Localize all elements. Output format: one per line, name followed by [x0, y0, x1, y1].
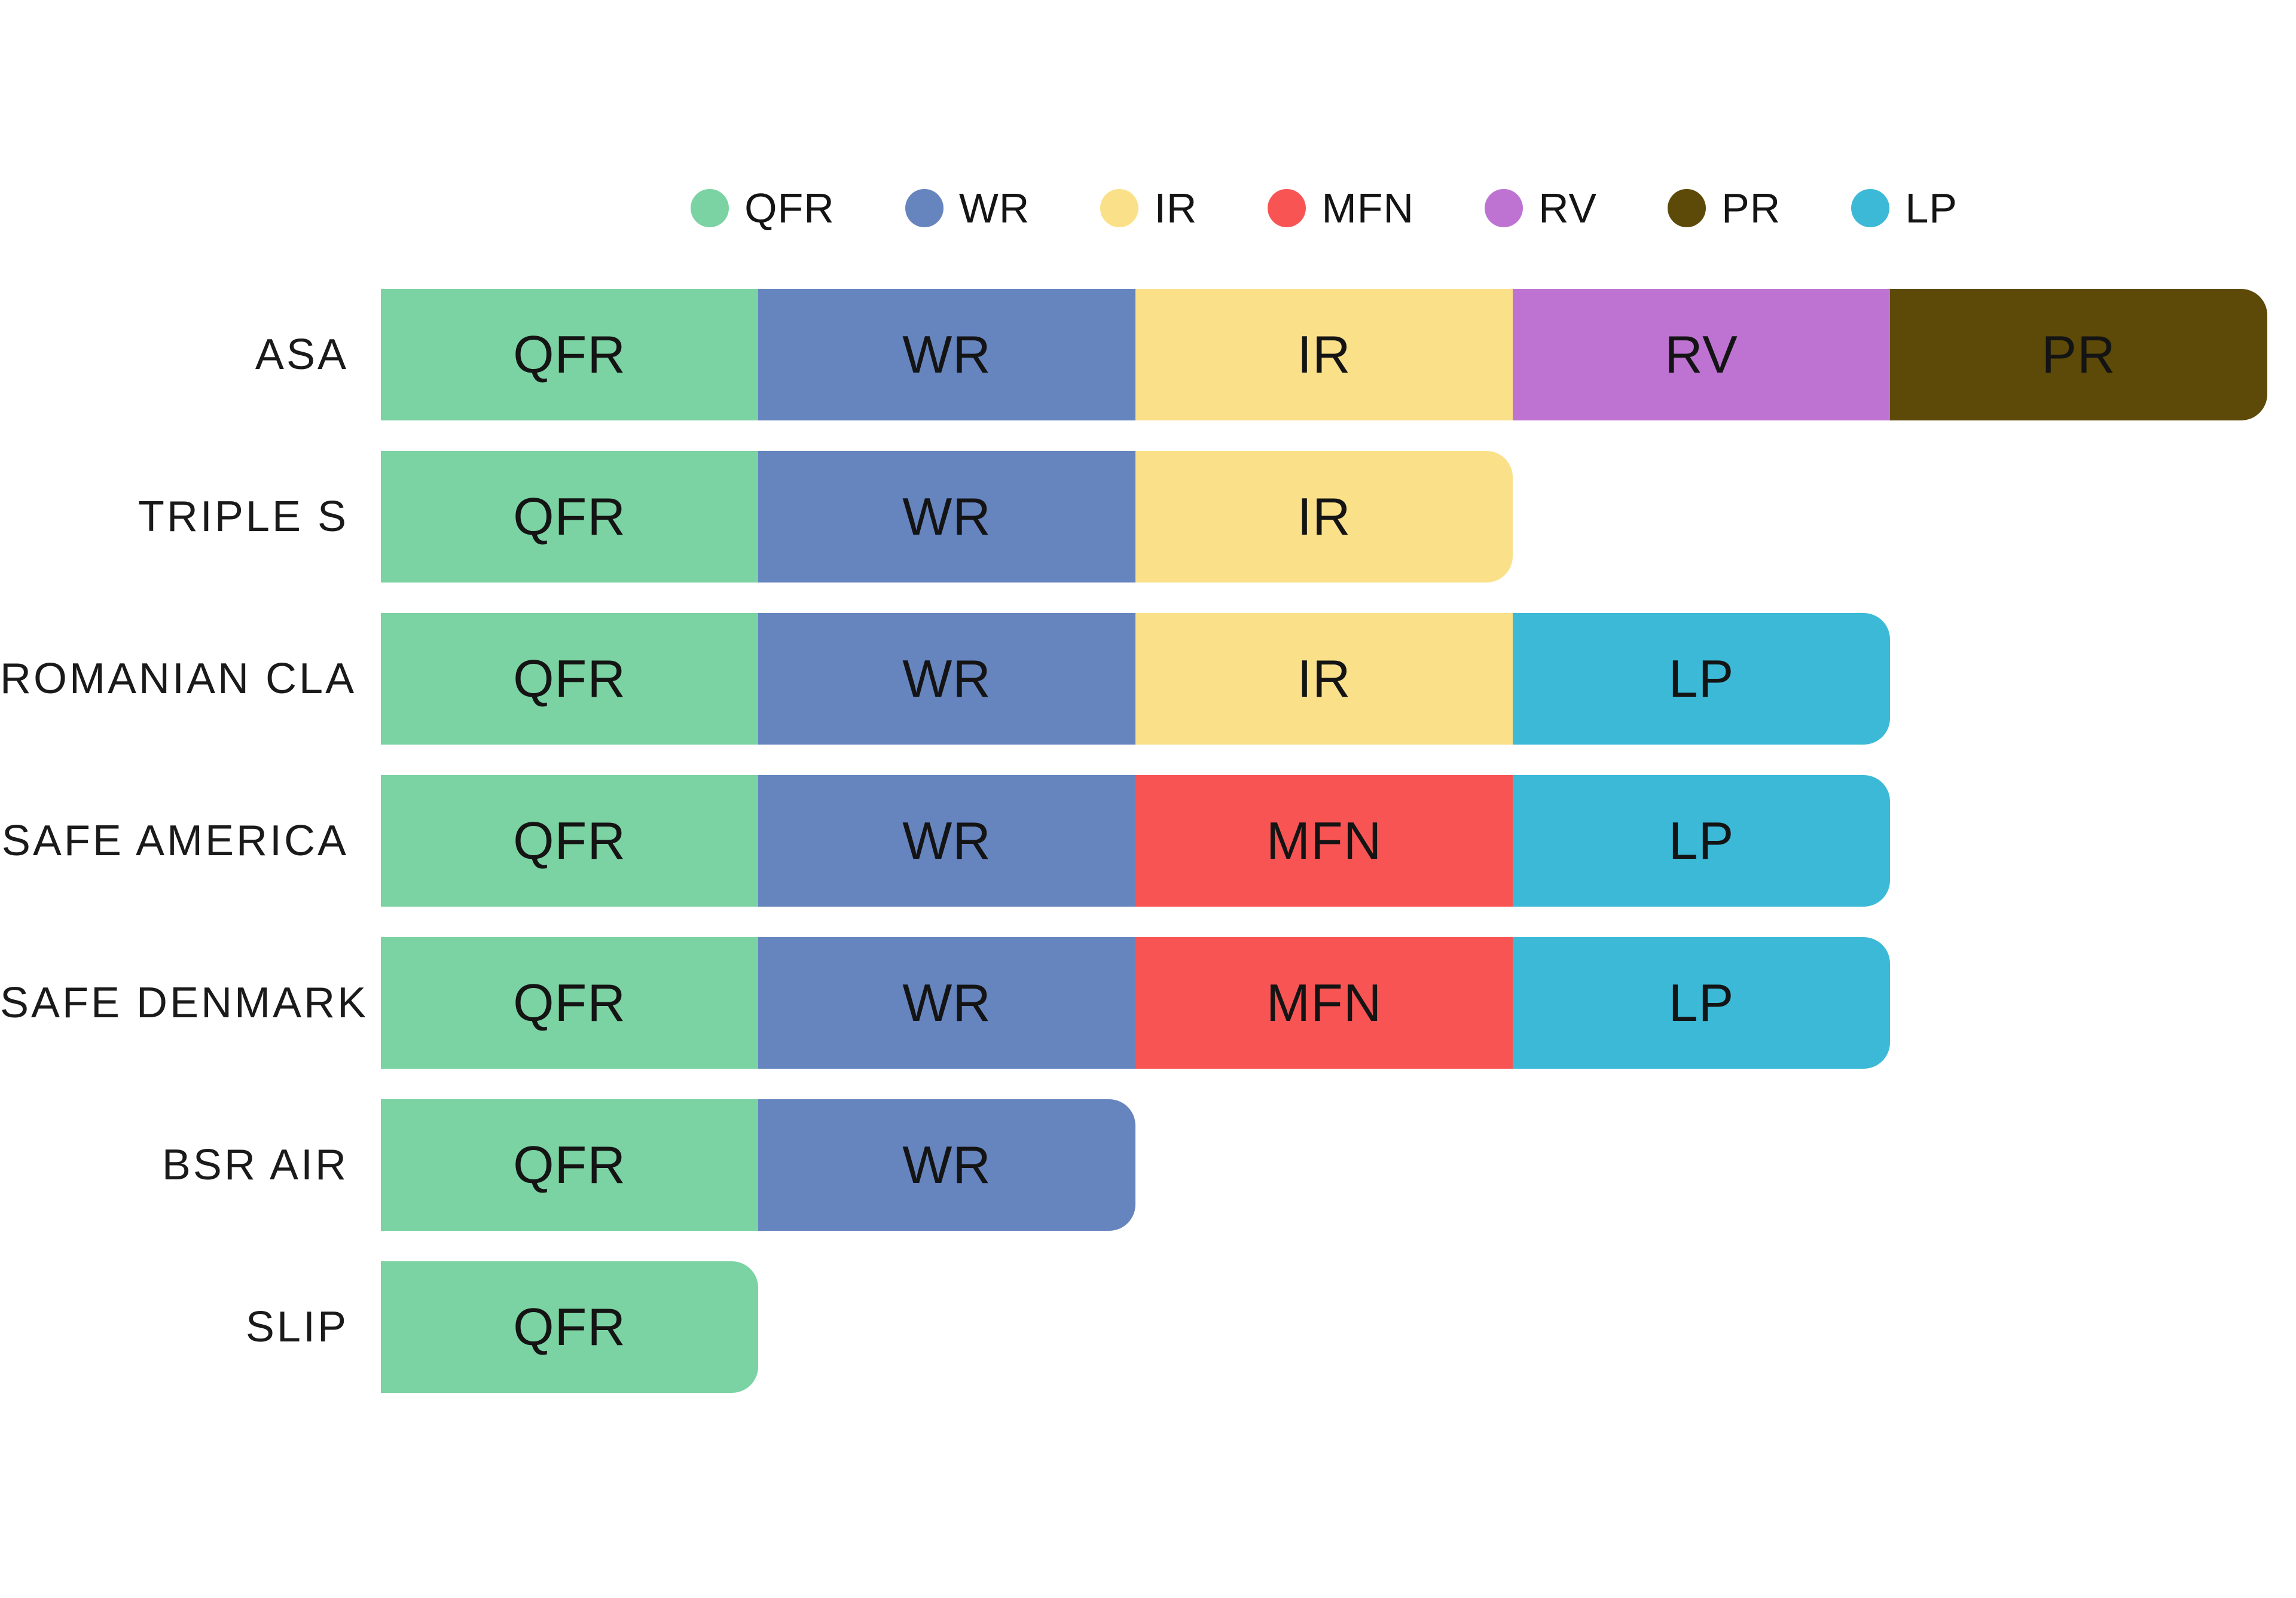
legend-label: RV: [1538, 185, 1598, 231]
bar-segment-qfr[interactable]: QFR: [381, 775, 758, 907]
bar-segment-wr[interactable]: WR: [758, 451, 1135, 583]
bar-segment-mfn[interactable]: MFN: [1135, 937, 1513, 1069]
bar-segment-ir[interactable]: IR: [1135, 451, 1513, 583]
y-axis-label: TRIPLE S: [138, 493, 349, 541]
legend-swatch-pr: [1668, 189, 1706, 227]
bar-segment-wr[interactable]: WR: [758, 289, 1135, 420]
bar-segment-ir[interactable]: IR: [1135, 289, 1513, 420]
legend-label: MFN: [1321, 185, 1415, 231]
bar-segment-qfr[interactable]: QFR: [381, 1261, 758, 1393]
legend-item-pr[interactable]: PR: [1668, 184, 1781, 232]
y-axis-label: ROMANIAN CLA: [0, 655, 357, 703]
legend-label: QFR: [744, 185, 835, 231]
bar-segment-qfr[interactable]: QFR: [381, 289, 758, 420]
bar-segment-ir[interactable]: IR: [1135, 613, 1513, 745]
y-axis-label: SAFE DENMARK: [0, 979, 369, 1027]
y-axis-label: BSR AIR: [161, 1141, 349, 1189]
bar-segment-lp[interactable]: LP: [1513, 937, 1890, 1069]
bar-segment-pr[interactable]: PR: [1890, 289, 2267, 420]
bar-segment-wr[interactable]: WR: [758, 1099, 1135, 1231]
legend-swatch-mfn: [1268, 189, 1306, 227]
bar-segment-qfr[interactable]: QFR: [381, 1099, 758, 1231]
bar-segment-lp[interactable]: LP: [1513, 613, 1890, 745]
legend-item-wr[interactable]: WR: [905, 184, 1030, 232]
bar-segment-qfr[interactable]: QFR: [381, 451, 758, 583]
bar-segment-wr[interactable]: WR: [758, 937, 1135, 1069]
legend-label: LP: [1905, 185, 1958, 231]
y-axis-label: SAFE AMERICA: [1, 817, 349, 865]
legend-swatch-qfr: [691, 189, 729, 227]
y-axis-label: ASA: [255, 331, 349, 379]
legend-item-mfn[interactable]: MFN: [1268, 184, 1414, 232]
legend-swatch-ir: [1100, 189, 1139, 227]
bar-segment-lp[interactable]: LP: [1513, 775, 1890, 907]
legend: QFR WR IR MFN RV PR LP: [381, 179, 2267, 237]
bar-segment-qfr[interactable]: QFR: [381, 613, 758, 745]
legend-item-lp[interactable]: LP: [1851, 184, 1958, 232]
bar-segment-wr[interactable]: WR: [758, 775, 1135, 907]
legend-label: WR: [958, 185, 1030, 231]
legend-label: PR: [1721, 185, 1781, 231]
legend-item-rv[interactable]: RV: [1485, 184, 1597, 232]
legend-swatch-rv: [1485, 189, 1523, 227]
chart-row-slip: SLIP QFR: [0, 1261, 2296, 1393]
bar-segment-wr[interactable]: WR: [758, 613, 1135, 745]
legend-item-qfr[interactable]: QFR: [691, 184, 835, 232]
legend-label: IR: [1154, 185, 1198, 231]
bar-segment-mfn[interactable]: MFN: [1135, 775, 1513, 907]
bar-segment-qfr[interactable]: QFR: [381, 937, 758, 1069]
y-axis-label: SLIP: [245, 1303, 349, 1351]
legend-swatch-lp: [1851, 189, 1890, 227]
bar: QFR: [381, 1261, 758, 1393]
bar-segment-rv[interactable]: RV: [1513, 289, 1890, 420]
legend-item-ir[interactable]: IR: [1100, 184, 1197, 232]
legend-swatch-wr: [905, 189, 944, 227]
